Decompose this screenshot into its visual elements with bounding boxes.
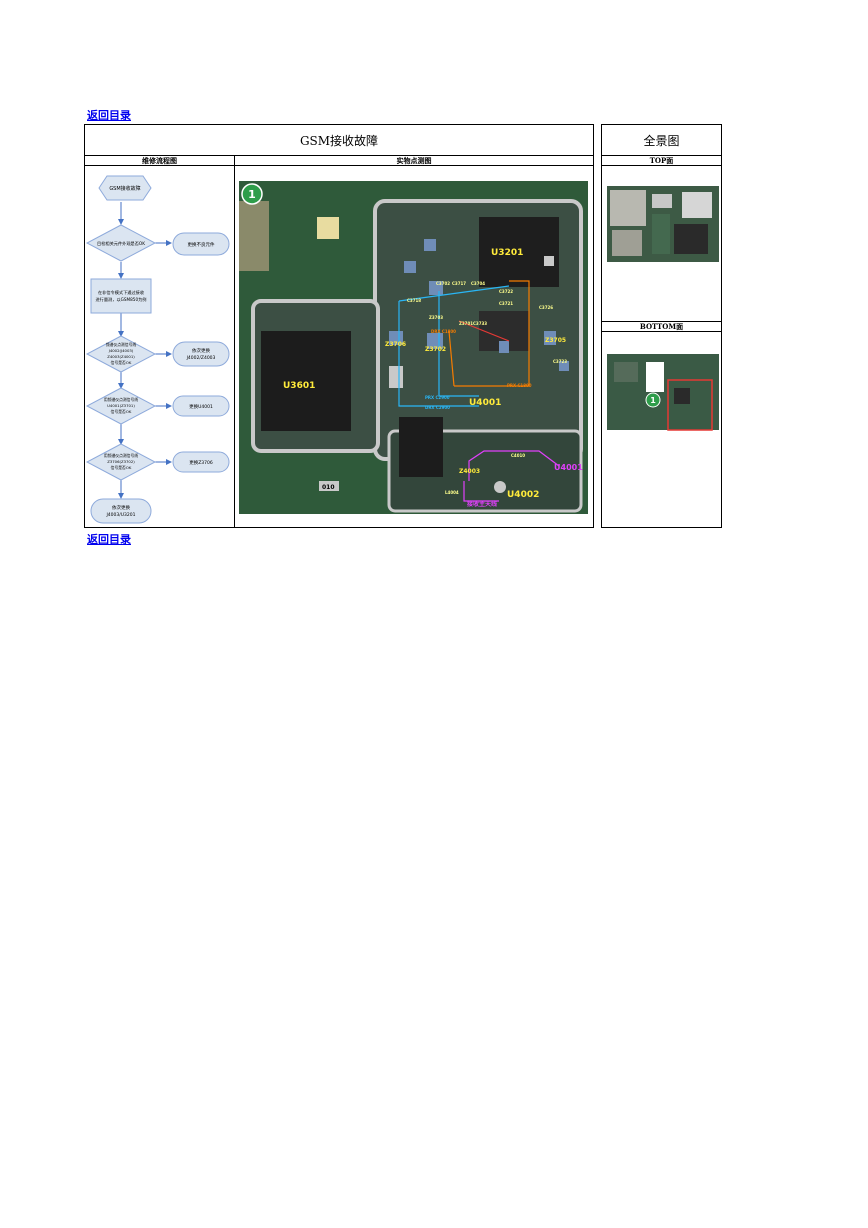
label-c3733: C3733 [473,321,487,326]
chip-u3201 [479,217,559,287]
label-z3705: Z3705 [545,337,566,344]
back-to-contents-link-top[interactable]: 返回目录 [87,109,131,122]
repair-flowchart: GSM接收故障 目检相关元件外观是否OK 更换不良元件 在非信令模式下通过接收 … [84,165,235,528]
flow-decision-1: 目检相关元件外观是否OK [85,224,157,262]
flow-start-text: GSM接收故障 [109,185,140,192]
label-z3701: Z3701 [459,321,473,326]
label-c3704: C3704 [471,281,485,286]
section-title: GSM接收故障 [84,124,594,156]
step-badge-text: 1 [248,188,256,201]
highlight-region [667,379,713,431]
chip-u3601 [261,331,351,431]
back-to-contents-link-bottom[interactable]: 返回目录 [87,533,131,546]
bottom-step-badge-text: 1 [650,396,656,405]
flow-decision-3-line1: 频谱仪点测信号线 [106,342,137,347]
label-c3702: C3702 [436,281,450,286]
flow-decision-5-line1: 用频谱仪点测信号线 [104,453,138,458]
label-c4010: C4010 [511,453,525,458]
bottom-step-badge [645,392,661,408]
flow-action-3-line1: 依次更换 [192,347,210,354]
flow-action-1-text: 更换不良元件 [188,241,215,248]
flow-process-2-line2: 进行量测，以GSM850为例 [95,296,146,303]
flow-decision-3-line2: J4002(J4003) [108,348,134,353]
main-antenna-label: 接收主天线 [466,500,497,508]
label-c3723: C3723 [553,359,567,364]
top-view-image [607,186,719,262]
label-z4003: Z4003 [459,468,480,475]
top-view-cell [601,165,722,322]
label-z3706: Z3706 [385,341,406,348]
label-u4001-main: U4001 [469,398,501,408]
label-u3601: U3601 [283,381,315,391]
flow-decision-5-line2: Z3706(Z3702) [107,459,135,464]
flow-end-line2: J4003/U3201 [105,512,135,518]
bottom-view-image: 1 [607,354,719,431]
label-prx-c1800: PRX C1800 [507,383,532,388]
label-u4001-ant: U4001 [554,463,583,472]
label-c3717: C3717 [452,281,466,286]
label-c3718: C3718 [407,298,421,303]
label-l4004: L4004 [445,490,459,495]
pcb-photo-cell: 1 U3201 U3601 U4001 U4002 U4001 Z3706 Z3… [234,165,594,528]
pcb-illustration: 1 U3201 U3601 U4001 U4002 U4001 Z3706 Z3… [239,181,588,514]
label-drx-c1800: DRX C1800 [431,329,456,334]
label-c3726: C3726 [539,305,553,310]
flow-process-2: 在非信令模式下通过接收 进行量测，以GSM850为例 [90,278,152,314]
label-010: 010 [322,484,335,491]
flow-end-line1: 依次更换 [112,504,130,511]
flow-action-1: 更换不良元件 [172,232,230,256]
flow-decision-3-line3: Z4003(Z4001) [107,354,135,359]
flow-end-node: 依次更换 J4003/U3201 [90,498,152,524]
label-z3702: Z3702 [425,346,446,353]
label-u4002: U4002 [507,490,539,500]
flowchart-diagram: GSM接收故障 目检相关元件外观是否OK 更换不良元件 在非信令模式下通过接收 … [85,175,230,524]
flow-action-5: 更换Z3706 [172,451,230,473]
flow-decision-4-line1: 用频谱仪点测信号线 [104,397,138,402]
pcb-photo: 1 U3201 U3601 U4001 U4002 U4001 Z3706 Z3… [239,181,588,514]
step-badge [241,183,263,205]
panorama-title-text: 全景图 [643,133,680,148]
flow-decision-1-text: 目检相关元件外观是否OK [97,240,145,247]
label-z3703: Z3703 [429,315,443,320]
section-title-text: GSM接收故障 [299,133,379,148]
bottom-view-header-text: BOTTOM面 [639,321,684,331]
label-drx-c2900: DRX C2900 [425,405,450,410]
bottom-view-cell: 1 [601,331,722,528]
photo-column-header-text: 实物点测图 [396,155,432,165]
flow-action-3: 依次更换 J4002/Z4003 [172,341,230,367]
flow-action-4-text: 更换U4001 [189,403,213,410]
flow-decision-4-line2: U4001(Z3701) [107,403,135,408]
flow-decision-4-line3: 信号是否OK [111,409,132,414]
flow-action-4: 更换U4001 [172,395,230,417]
flow-process-2-line1: 在非信令模式下通过接收 [98,289,145,296]
flow-decision-5: 用频谱仪点测信号线 Z3706(Z3702) 信号是否OK [85,443,157,481]
top-view-header-text: TOP面 [649,155,674,165]
flow-decision-5-line3: 信号是否OK [111,465,132,470]
flow-action-3-line2: J4002/Z4003 [186,355,216,361]
flow-decision-4: 用频谱仪点测信号线 U4001(Z3701) 信号是否OK [85,387,157,425]
label-c3721: C3721 [499,301,513,306]
flow-decision-3-line4: 信号是否OK [111,360,132,365]
flow-column-header-text: 维修流程图 [142,155,177,165]
flow-decision-3: 频谱仪点测信号线 J4002(J4003) Z4003(Z4001) 信号是否O… [85,335,157,373]
label-u3201: U3201 [491,248,523,258]
flow-action-5-text: 更换Z3706 [189,459,213,466]
flow-start-node: GSM接收故障 [98,175,152,201]
label-c3722: C3722 [499,289,513,294]
panorama-title: 全景图 [601,124,722,156]
label-prx-c2900: PRX C2900 [425,395,450,400]
